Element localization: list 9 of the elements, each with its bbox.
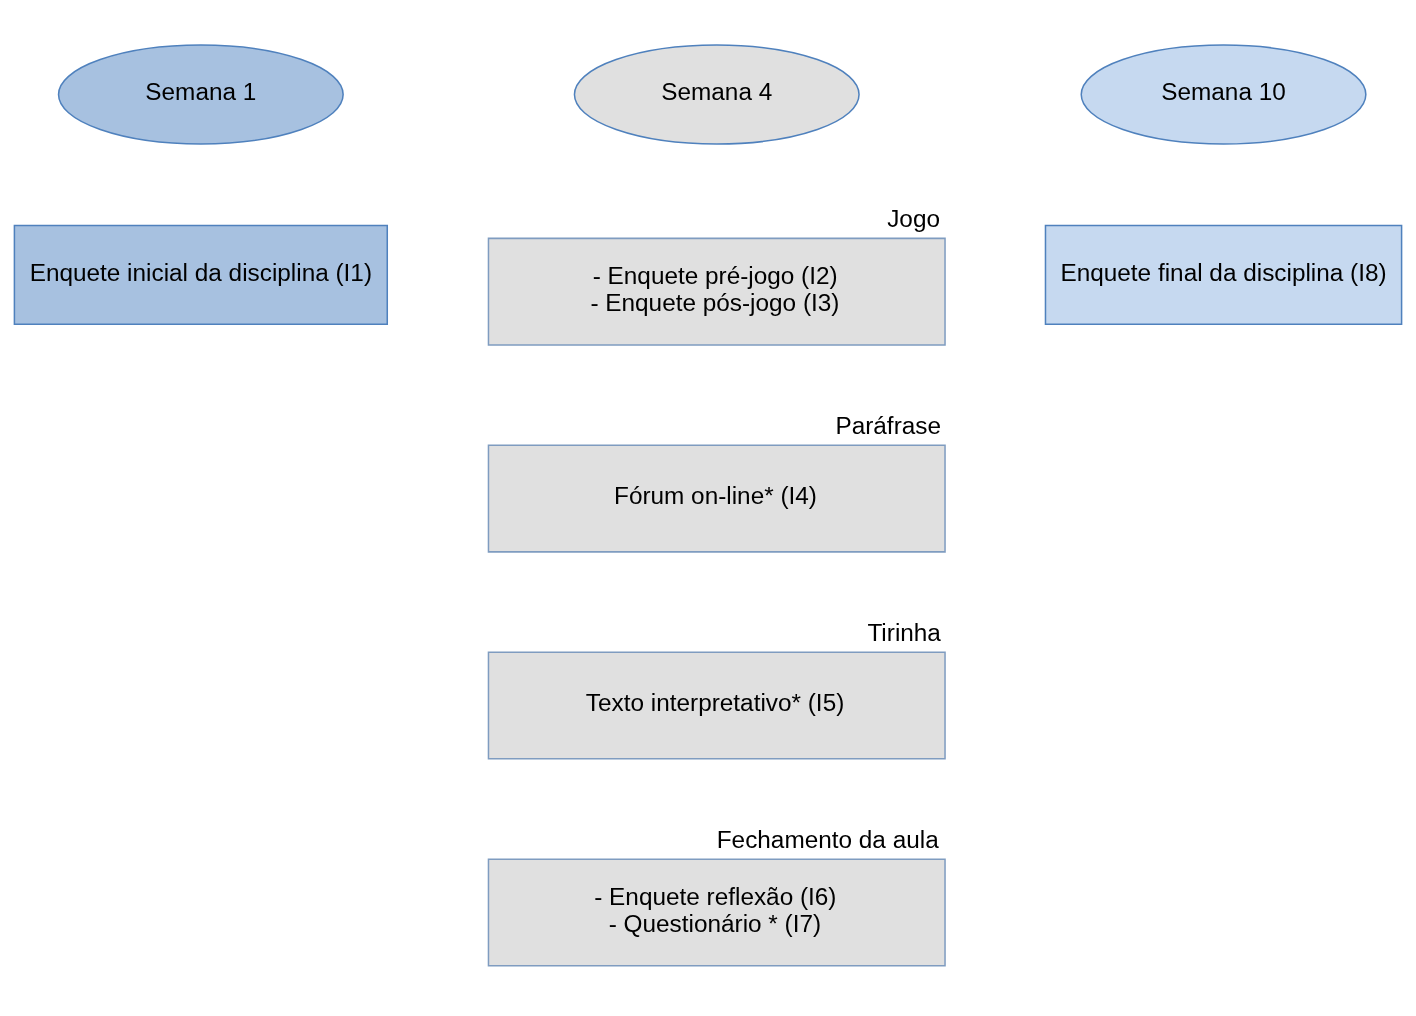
node-label: Tirinha xyxy=(867,618,941,646)
node-label: Fechamento da aula xyxy=(716,825,939,853)
node-box: Enquete inicial da disciplina (I1) xyxy=(13,224,388,325)
node-label: Paráfrase xyxy=(835,411,941,439)
node-ellipse: Semana 10 xyxy=(1080,43,1367,145)
node-ellipse: Semana 4 xyxy=(573,43,860,145)
node-box: Enquete final da disciplina (I8) xyxy=(1044,224,1403,325)
node-ellipse: Semana 1 xyxy=(57,43,344,145)
node-label: Jogo xyxy=(887,204,940,232)
